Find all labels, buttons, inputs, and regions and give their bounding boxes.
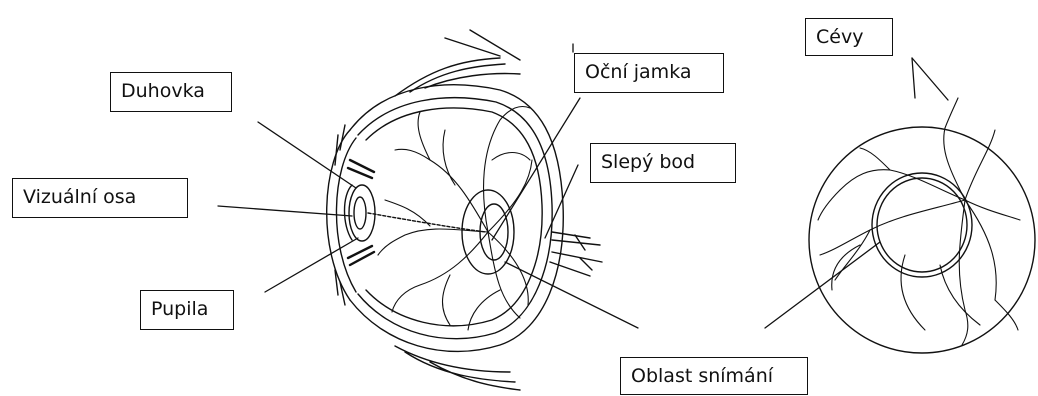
label-pupila: Pupila (140, 290, 234, 330)
cevy-pointer-1 (912, 58, 915, 98)
sclera-outer (350, 85, 563, 352)
label-cevy: Cévy (805, 18, 893, 56)
muscle-top (395, 30, 520, 96)
cevy-pointer-2 (912, 58, 948, 100)
label-slepy-bod: Slepý bod (590, 143, 736, 183)
ciliary-body-top (348, 160, 374, 178)
lens-inner (354, 197, 366, 229)
fundus-optic-disc (872, 173, 972, 277)
oblast-pointer-right (765, 242, 880, 328)
fundus-circle (809, 127, 1035, 353)
ciliary-body-bottom (348, 246, 374, 265)
label-ocni-jamka: Oční jamka (574, 53, 724, 93)
label-vizualni-osa: Vizuální osa (12, 178, 188, 218)
fundus-vessels (818, 98, 1020, 345)
eyeball-cross-section (327, 30, 602, 390)
muscle-bottom (395, 346, 520, 390)
fundus-optic-disc-inner (877, 178, 967, 272)
eyelid-bottom (335, 270, 345, 305)
vizualni-osa-pointer (218, 206, 352, 216)
label-oblast-snimani: Oblast snímání (620, 357, 808, 395)
retina-inner (358, 98, 552, 339)
duhovka-pointer (258, 122, 356, 188)
fundus-view (809, 98, 1035, 353)
iris (345, 185, 353, 240)
slepy-bod-pointer (545, 165, 578, 238)
oblast-pointer-left (505, 262, 638, 328)
optic-nerve-ends (575, 235, 592, 270)
label-duhovka: Duhovka (110, 72, 232, 112)
